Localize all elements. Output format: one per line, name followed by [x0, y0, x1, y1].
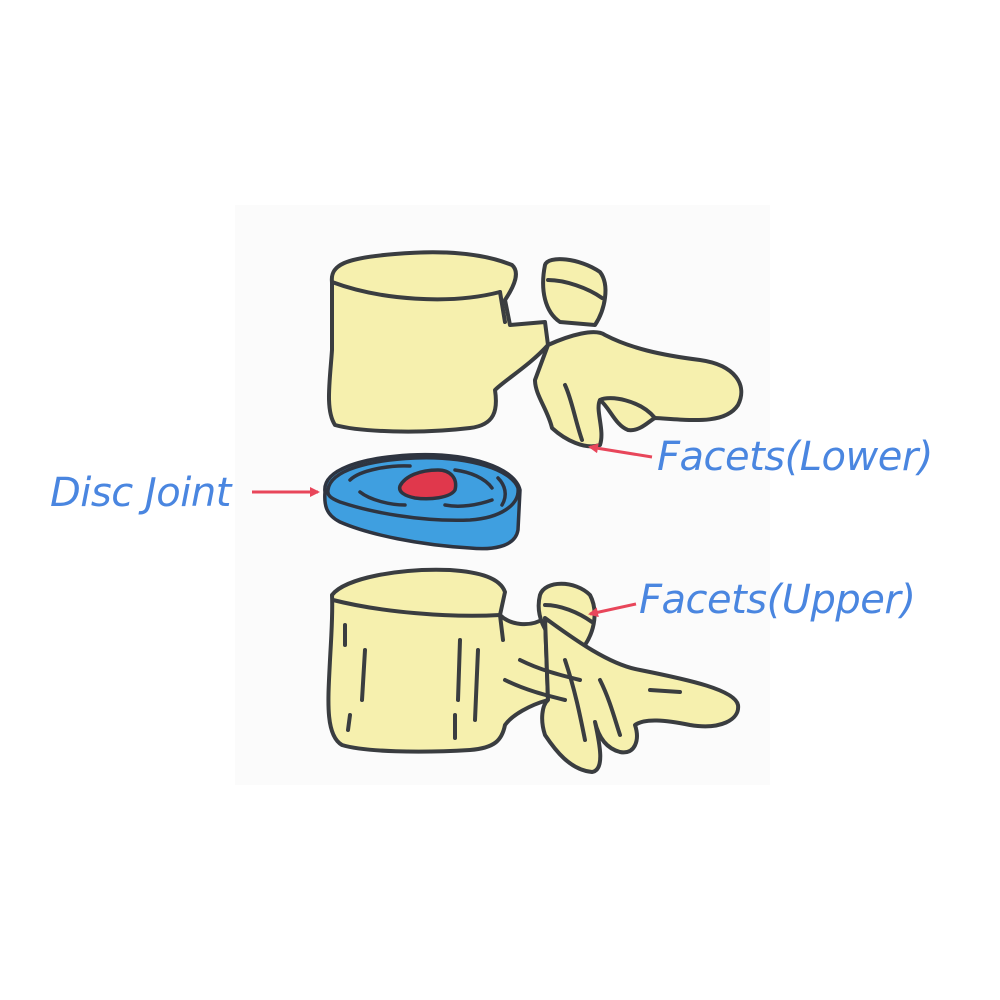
disc-nucleus [397, 468, 458, 501]
upper-facet-top [541, 257, 608, 327]
label-facets-upper: Facets(Upper) [639, 577, 916, 623]
upper-spinous-process [533, 330, 744, 449]
upper-vertebra [326, 250, 744, 449]
lower-spinous-process [540, 616, 741, 774]
disc-joint [323, 452, 522, 551]
arrow-facets-lower [588, 443, 653, 459]
label-disc-joint: Disc Joint [50, 470, 231, 516]
label-facets-lower: Facets(Lower) [657, 434, 933, 480]
arrow-facets-upper [588, 602, 637, 618]
lower-vertebra [326, 567, 741, 774]
